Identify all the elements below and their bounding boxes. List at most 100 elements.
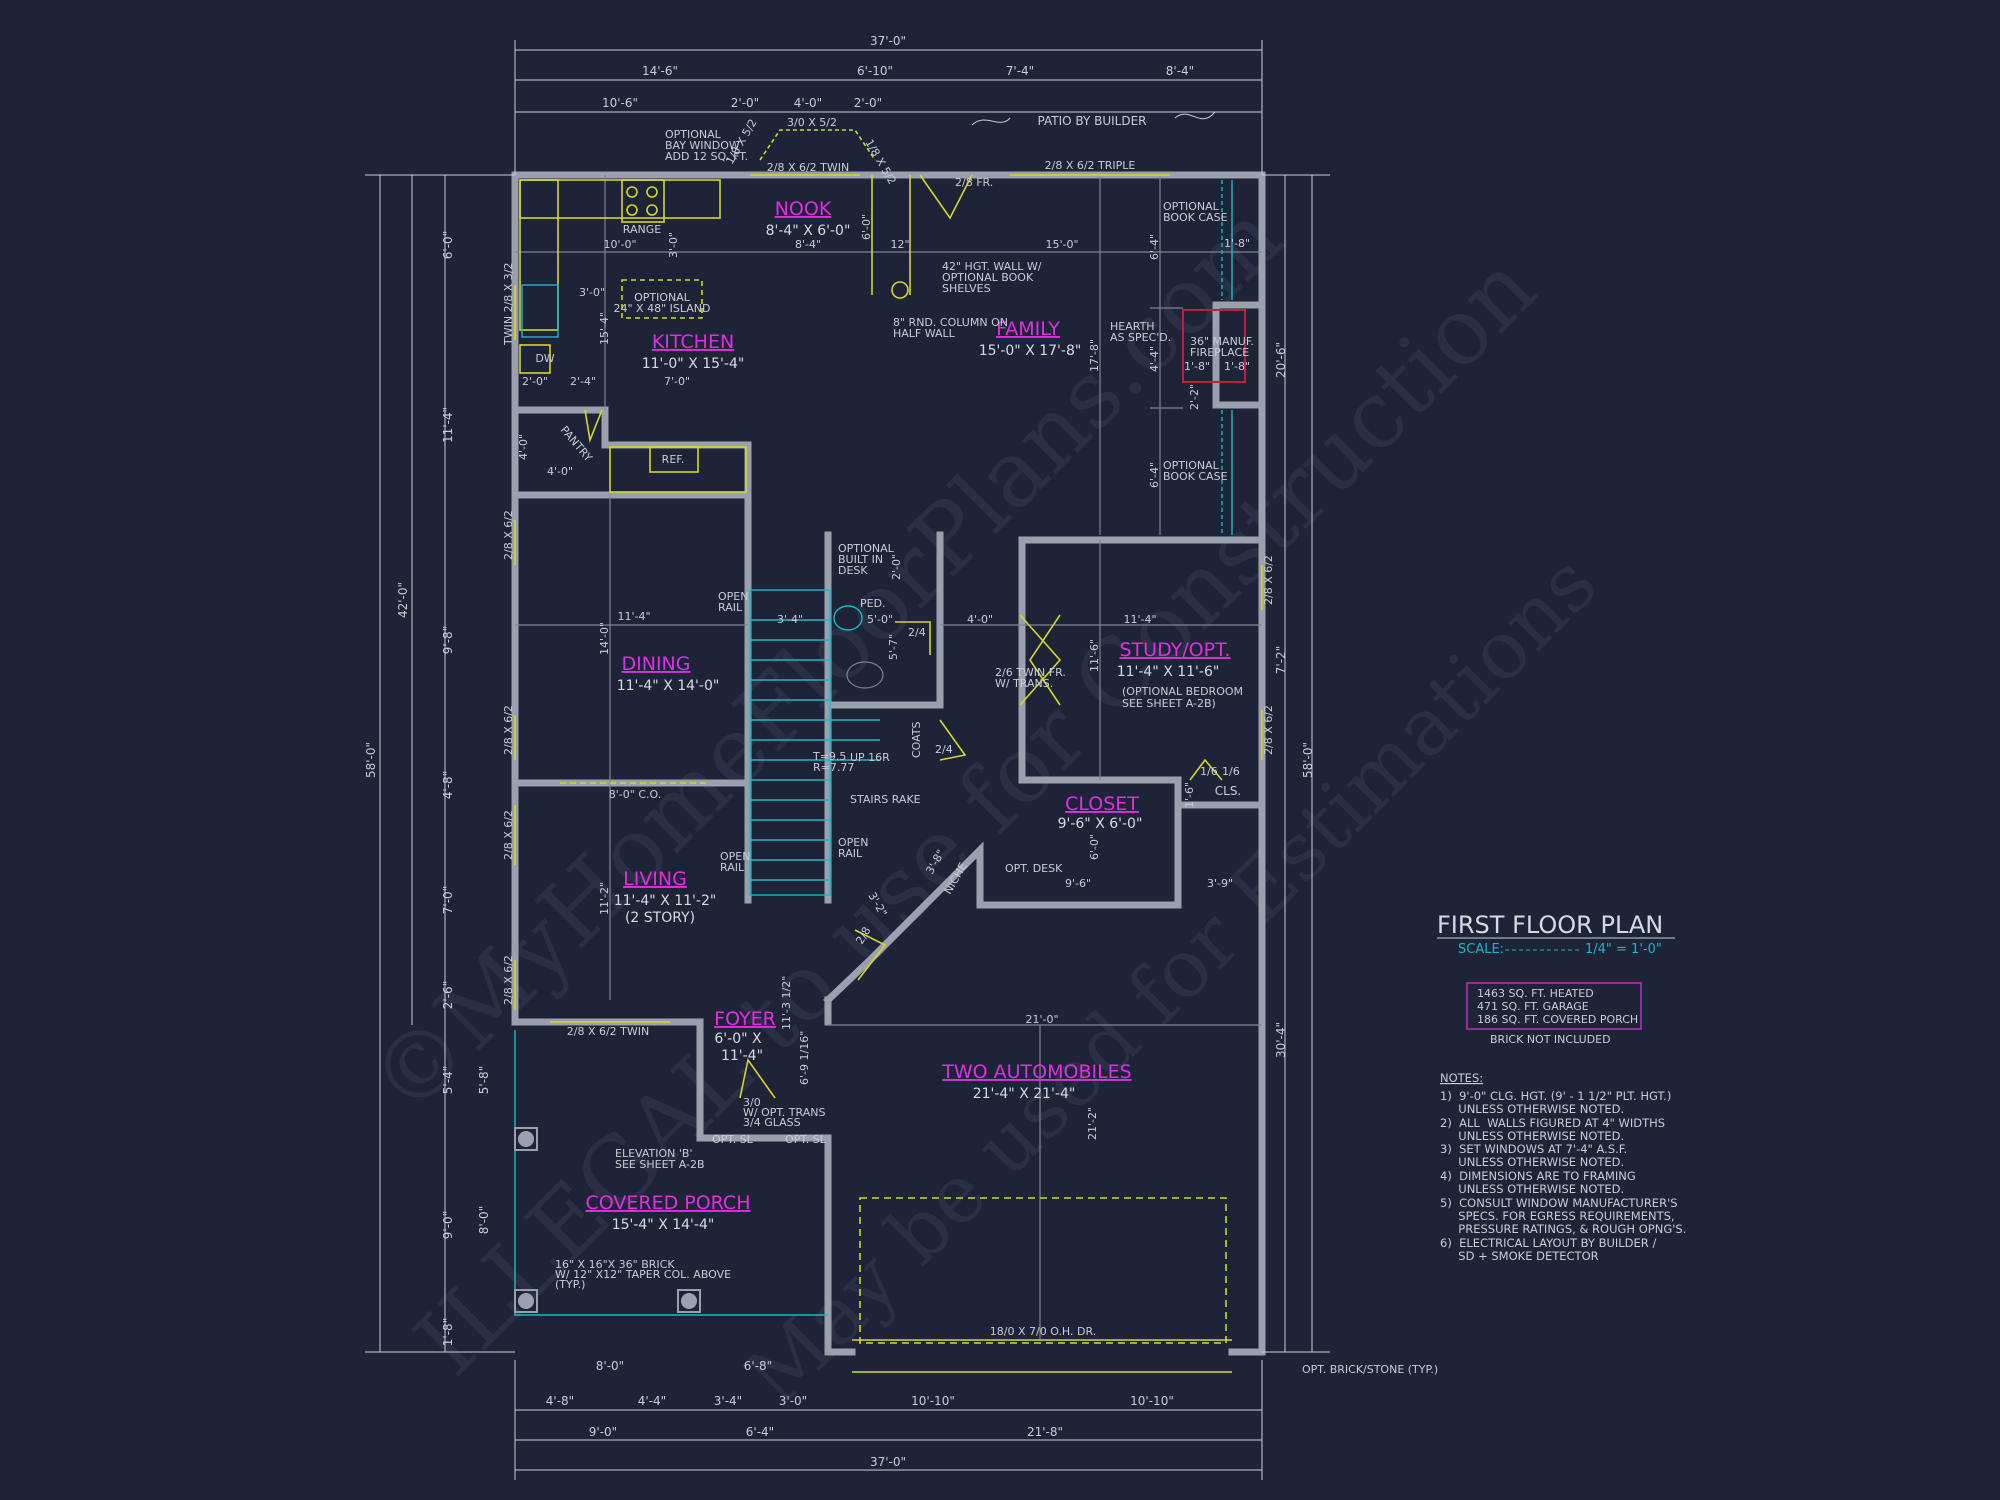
area-heated: 1463 SQ. FT. HEATED — [1477, 987, 1594, 1000]
watermark: ©MyHomeFloorPlans.com ILLEGAL to use for… — [350, 183, 1615, 1423]
dim-right-2: 7'-2" — [1274, 646, 1288, 674]
coats-label: COATS — [910, 721, 923, 758]
dim-top1-2: 6'-10" — [857, 64, 893, 78]
dim-living-h: 11'-2" — [598, 882, 611, 915]
dim-left-4: 4'-8" — [441, 771, 455, 799]
dim-top1-3: 7'-4" — [1006, 64, 1034, 78]
opt-sl-right: OPT. SL — [785, 1133, 827, 1146]
dim-top1-1: 14'-6" — [642, 64, 678, 78]
opt-desk-label: OPT. DESK — [1005, 862, 1063, 875]
dimension-lines — [365, 40, 1330, 1480]
cls-label: CLS. — [1215, 784, 1242, 798]
win-left-2: 2/8 X 6/2 — [502, 705, 515, 755]
stairs-up: UP 16R — [850, 751, 890, 764]
room-living-note: (2 STORY) — [625, 910, 695, 926]
dim-bot3-1: 8'-0" — [596, 1359, 624, 1373]
note-line-11: PRESSURE RATINGS, & ROUGH OPNG'S. — [1440, 1222, 1686, 1236]
dw-label: DW — [535, 352, 554, 365]
stairs — [749, 589, 880, 896]
desk-label-2: BUILT IN — [838, 553, 883, 566]
room-study: STUDY/OPT. — [1120, 639, 1231, 661]
dim-top2-3: 4'-0" — [794, 96, 822, 110]
family-fixtures — [871, 175, 1246, 535]
dim-garage-w: 21'-0" — [1025, 1013, 1058, 1026]
dim-k9: 4'-0" — [517, 434, 530, 460]
bookcase-bot-2: BOOK CASE — [1163, 470, 1228, 483]
win-left-1: 2/8 X 6/2 — [502, 510, 515, 560]
win-left-3: 2/8 X 6/2 — [502, 810, 515, 860]
twin-fr-label-1: 2/6 TWIN FR. — [995, 666, 1066, 679]
triple-window-label: 2/8 X 6/2 TRIPLE — [1045, 159, 1136, 172]
kitchen-cabinets — [519, 179, 747, 493]
note-line-2: UNLESS OTHERWISE NOTED. — [1440, 1102, 1624, 1116]
dim-fam-w: 15'-0" — [1045, 238, 1078, 251]
pantry-label: PANTRY — [558, 424, 595, 465]
dim-right-3: 30'-4" — [1274, 1022, 1288, 1058]
room-nook-size: 8'-4" X 6'-0" — [766, 223, 851, 239]
desk-label-1: OPTIONAL — [838, 542, 895, 555]
dim-bot2-3: 3'-4" — [714, 1394, 742, 1408]
room-garage-size: 21'-4" X 21'-4" — [973, 1086, 1076, 1102]
trans-label-2: W/ OPT. TRANS — [743, 1106, 825, 1119]
garage-door-label: 18/0 X 7/0 O.H. DR. — [990, 1325, 1096, 1338]
room-foyer: FOYER — [714, 1008, 776, 1030]
notes: NOTES: 1) 9'-0" CLG. HGT. (9' - 1 1/2" P… — [1440, 1071, 1686, 1263]
trans-label-1: 3/0 — [743, 1096, 761, 1109]
hearth-label-2: AS SPEC'D. — [1110, 331, 1171, 344]
stairs-tread: T=9.5 — [812, 750, 846, 763]
bay-label-1: OPTIONAL — [665, 128, 722, 141]
dim-left-inner-1: 5'-8" — [477, 1066, 491, 1094]
dim-bot2-5: 10'-10" — [911, 1394, 955, 1408]
dim-k3: 3'-0" — [579, 286, 605, 299]
open-rail-3b: RAIL — [838, 847, 863, 860]
room-living: LIVING — [623, 868, 687, 890]
bay-label-3: ADD 12 SQ. FT. — [665, 150, 748, 163]
dim-fp1: 1'-8" — [1224, 237, 1250, 250]
grid-lines — [515, 175, 1262, 1340]
dim-fb1: 6'-4" — [1148, 234, 1161, 260]
dim-n3: 1'-6" — [1183, 782, 1196, 808]
dim-study-w: 11'-4" — [1123, 613, 1156, 626]
dim-left-3: 9'-8" — [441, 626, 455, 654]
island-label-1: OPTIONAL — [634, 291, 691, 304]
plan-title: FIRST FLOOR PLAN — [1437, 911, 1663, 939]
study-note-2: SEE SHEET A-2B) — [1122, 697, 1216, 710]
top-dimensions: 37'-0" 14'-6" 6'-10" 7'-4" 8'-4" 10'-6" … — [602, 34, 1194, 110]
halfwall-label-1: 42" HGT. WALL W/ — [942, 260, 1042, 273]
dim-bot2-2: 4'-4" — [638, 1394, 666, 1408]
dim-bot2-4: 3'-0" — [779, 1394, 807, 1408]
dim-fp4: 2'-2" — [1188, 384, 1201, 410]
dim-k10: 12" — [890, 238, 909, 251]
twin-fr-label-2: W/ TRANS. — [995, 677, 1053, 690]
win-right-1: 2/8 X 6/2 — [1262, 555, 1275, 605]
bay-right-label: 1/8 X 5/2 — [862, 137, 898, 187]
fireplace-label-2: FIREPLACE — [1190, 346, 1249, 359]
bookcase-top-2: BOOK CASE — [1163, 211, 1228, 224]
bookcase-top-1: OPTIONAL — [1163, 200, 1220, 213]
dim-study-h: 11'-6" — [1088, 639, 1101, 672]
note-line-1: 1) 9'-0" CLG. HGT. (9' - 1 1/2" PLT. HGT… — [1440, 1089, 1671, 1103]
dim-bot3-2: 6'-8" — [744, 1359, 772, 1373]
dim-closet-h: 6'-0" — [1088, 834, 1101, 860]
open-rail-2b: RAIL — [720, 861, 745, 874]
room-living-size: 11'-4" X 11'-2" — [614, 893, 717, 909]
dim-fb3: 6'-4" — [1148, 462, 1161, 488]
title-block: FIRST FLOOR PLAN SCALE: 1/4" = 1'-0" — [1437, 911, 1675, 957]
stairs-riser: R=7.77 — [813, 761, 854, 774]
dim-closet-w: 9'-6" — [1065, 877, 1091, 890]
win-right-2: 2/8 X 6/2 — [1262, 705, 1275, 755]
brick-note: BRICK NOT INCLUDED — [1490, 1033, 1611, 1046]
dim-top2-1: 10'-6" — [602, 96, 638, 110]
dim-left-7: 5'-4" — [441, 1066, 455, 1094]
open-rail-2a: OPEN — [720, 850, 750, 863]
room-family: FAMILY — [996, 318, 1060, 340]
room-dining-size: 11'-4" X 14'-0" — [617, 678, 720, 694]
note-line-8: UNLESS OTHERWISE NOTED. — [1440, 1182, 1624, 1196]
fireplace-label-1: 36" MANUF. — [1190, 335, 1254, 348]
dim-desk: 2'-0" — [890, 554, 903, 580]
dim-left-42: 42'-0" — [396, 582, 410, 618]
dim-closet-r: 3'-9" — [1207, 877, 1233, 890]
area-box: 1463 SQ. FT. HEATED 471 SQ. FT. GARAGE 1… — [1466, 982, 1642, 1046]
dim-fam-h: 17'-8" — [1088, 339, 1101, 372]
dim-k7: 7'-0" — [664, 375, 690, 388]
